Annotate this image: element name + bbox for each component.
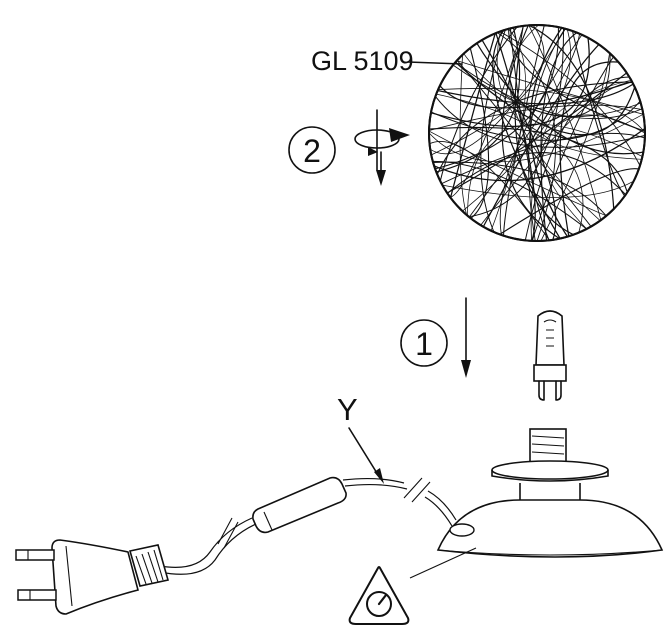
thread-line bbox=[430, 25, 521, 174]
thread-line bbox=[493, 168, 645, 239]
thread-line bbox=[436, 132, 645, 187]
thread-line bbox=[450, 58, 645, 117]
down-arrow-icon-2 bbox=[376, 151, 386, 186]
thread-line bbox=[493, 27, 536, 241]
euro-plug bbox=[15, 539, 170, 615]
thread-line bbox=[429, 25, 545, 158]
thread-line bbox=[461, 25, 565, 219]
thread-line bbox=[509, 25, 605, 225]
thread-line bbox=[541, 78, 637, 234]
thread-line bbox=[492, 25, 564, 241]
thread-line bbox=[448, 46, 611, 118]
globe-shade bbox=[428, 24, 646, 242]
model-leader-line bbox=[407, 61, 463, 65]
step-1-number: 1 bbox=[415, 326, 433, 362]
thread-line bbox=[432, 88, 645, 141]
thread-line bbox=[429, 124, 645, 182]
rotate-arrow-icon bbox=[354, 109, 410, 171]
thread-line bbox=[465, 42, 490, 222]
thread-line bbox=[514, 25, 581, 239]
model-label: GL 5109 bbox=[311, 46, 414, 76]
lamp-base bbox=[436, 428, 664, 558]
thread-line bbox=[503, 25, 547, 241]
thread-line bbox=[448, 26, 498, 205]
thread-line bbox=[432, 80, 639, 105]
thread-line bbox=[429, 127, 612, 219]
thread-line bbox=[496, 25, 645, 160]
thread-line bbox=[540, 28, 583, 241]
thread-line bbox=[530, 114, 645, 241]
thread-line bbox=[433, 81, 639, 182]
dimmer-leader-line bbox=[409, 547, 477, 579]
dimmer-knob-icon bbox=[348, 566, 410, 625]
step-2-number: 2 bbox=[303, 133, 321, 169]
step-1-badge: 1 bbox=[400, 319, 448, 367]
power-cable bbox=[159, 476, 457, 575]
thread-line bbox=[530, 51, 617, 241]
thread-line bbox=[529, 25, 572, 241]
thread-line bbox=[488, 25, 526, 236]
thread-line bbox=[457, 25, 572, 215]
cable-label-group: Y bbox=[337, 392, 384, 484]
thread-line bbox=[429, 141, 554, 241]
cable-label: Y bbox=[337, 392, 358, 427]
thread-line bbox=[465, 28, 581, 222]
halogen-bulb bbox=[533, 310, 567, 401]
thread-pattern bbox=[429, 25, 645, 241]
thread-line bbox=[429, 25, 559, 171]
thread-line bbox=[429, 161, 610, 221]
thread-line bbox=[467, 123, 645, 223]
thread-line bbox=[501, 25, 567, 241]
thread-line bbox=[537, 46, 611, 241]
thread-line bbox=[435, 175, 643, 198]
thread-line bbox=[429, 31, 590, 128]
thread-line bbox=[477, 82, 640, 230]
thread-line bbox=[429, 104, 645, 133]
step-2-badge: 2 bbox=[288, 126, 336, 174]
thread-line bbox=[451, 58, 638, 136]
down-arrow-icon-1 bbox=[461, 297, 471, 378]
thread-line bbox=[430, 92, 584, 240]
thread-line bbox=[442, 69, 632, 197]
thread-line bbox=[429, 160, 592, 234]
thread-line bbox=[570, 25, 629, 201]
thread-line bbox=[480, 40, 604, 232]
thread-line bbox=[523, 76, 636, 241]
